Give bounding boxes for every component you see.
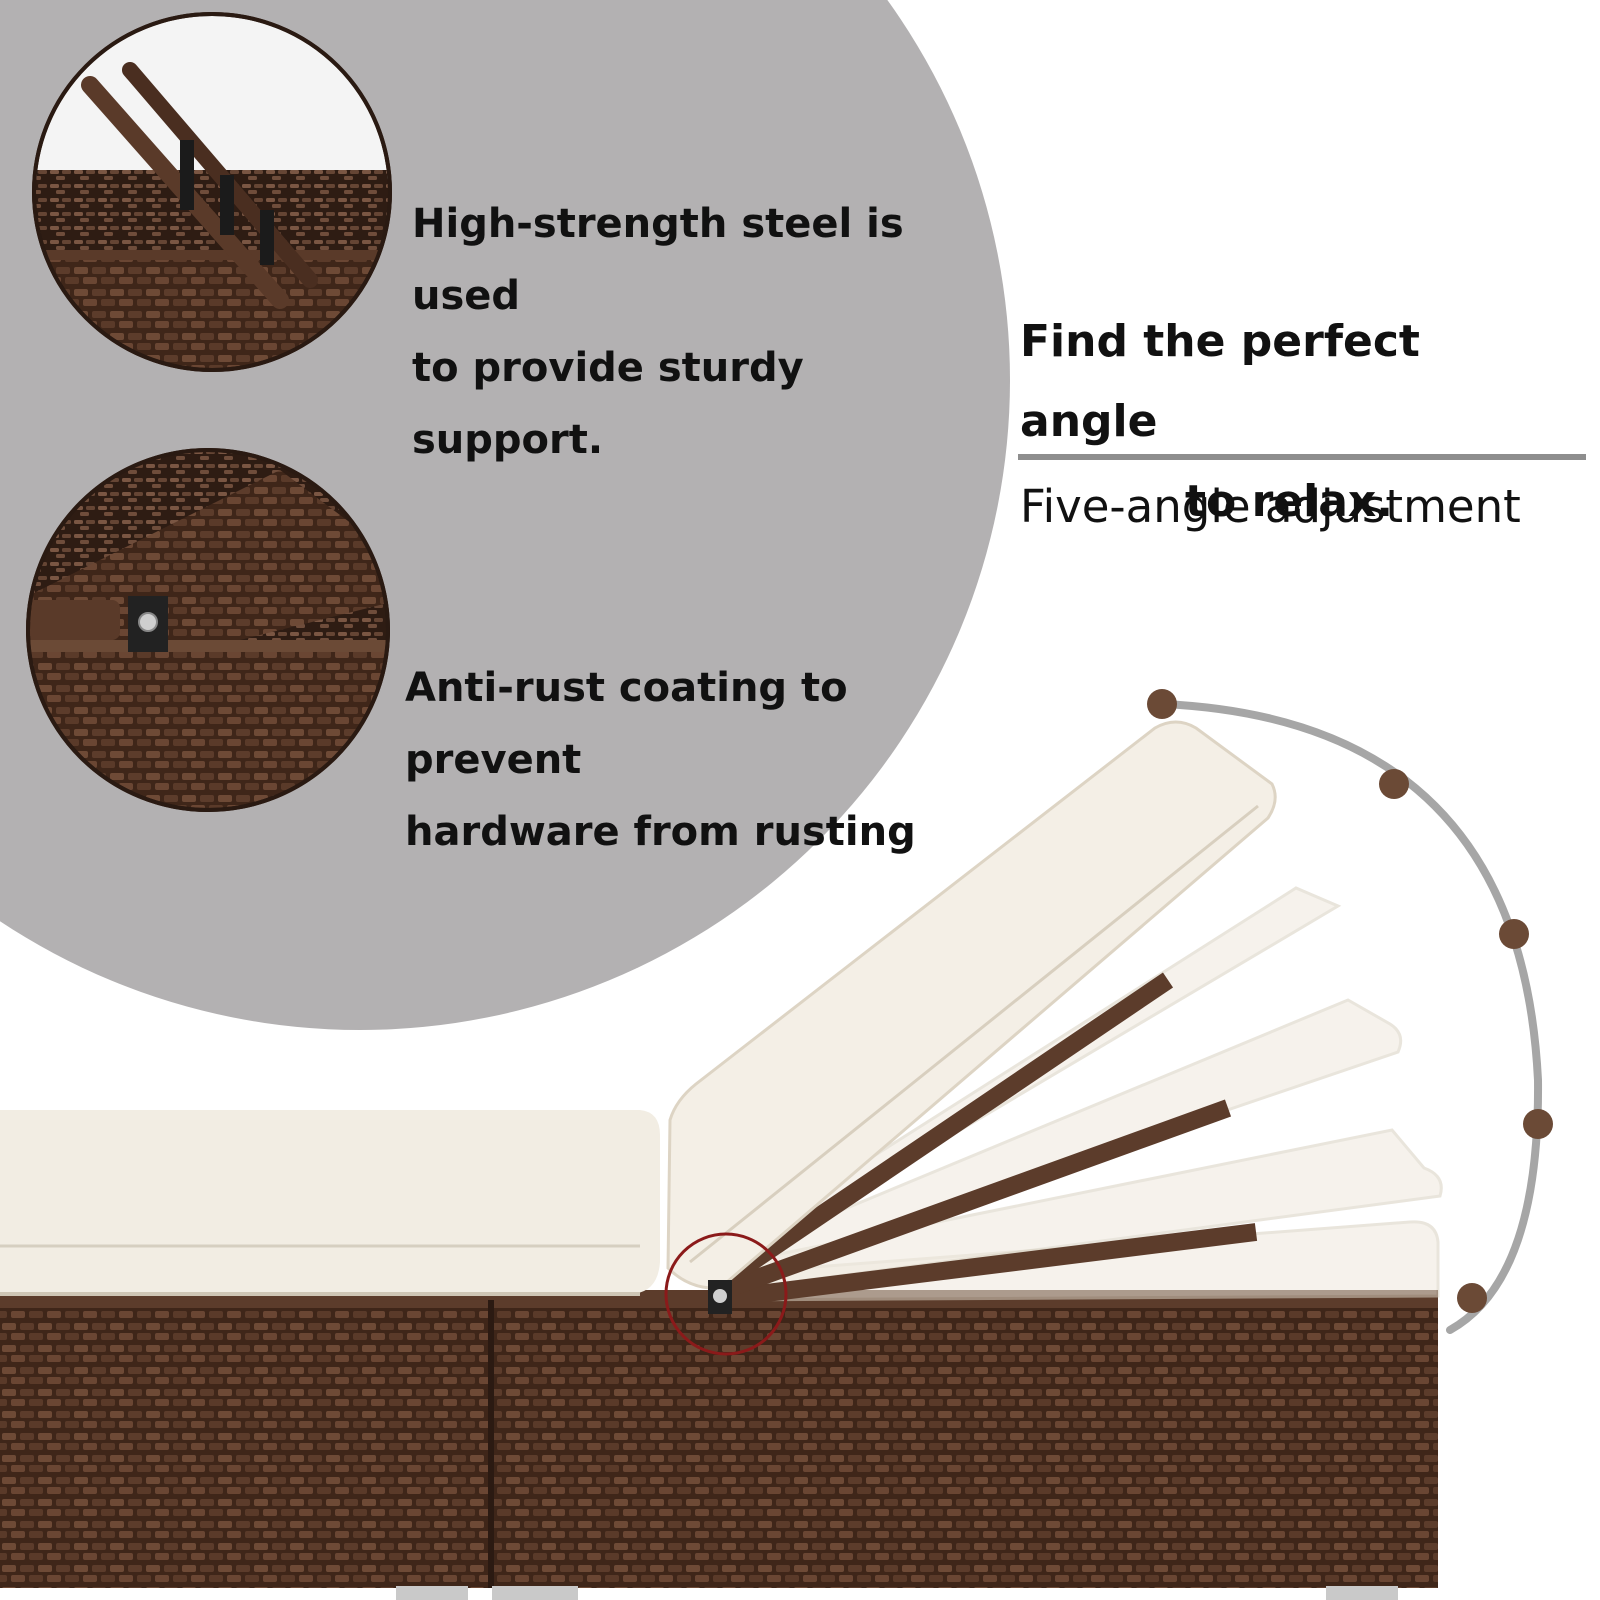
rust-line-2: hardware from rusting (405, 809, 916, 855)
seat-cushion (0, 1110, 660, 1296)
angle-dot-3 (1499, 919, 1529, 949)
angle-dot-2 (1379, 769, 1409, 799)
angle-title-line-2: to relax. (1185, 476, 1393, 527)
rust-feature-text: Anti-rust coating to prevent hardware fr… (405, 652, 985, 868)
backrest-cushion (666, 720, 1277, 1290)
angle-dot-4 (1523, 1109, 1553, 1139)
angle-arc (1147, 689, 1553, 1334)
steel-line-2: to provide sturdy support. (412, 345, 804, 463)
steel-line-1: High-strength steel is used (412, 201, 904, 319)
angle-dot-5 (1457, 1283, 1487, 1313)
divider (1018, 454, 1586, 460)
angle-subtitle: Five-angle adjustment (1020, 480, 1521, 533)
lounger-base (0, 1290, 1438, 1600)
angle-title-line-1: Find the perfect angle (1020, 316, 1420, 447)
angle-dot-1 (1147, 689, 1177, 719)
backrest-positions (712, 855, 1443, 1307)
hinge-highlight (664, 1232, 788, 1356)
steel-feature-text: High-strength steel is used to provide s… (412, 188, 972, 476)
rust-line-1: Anti-rust coating to prevent (405, 665, 848, 783)
angle-title: Find the perfect angle to relax. (1020, 302, 1540, 542)
